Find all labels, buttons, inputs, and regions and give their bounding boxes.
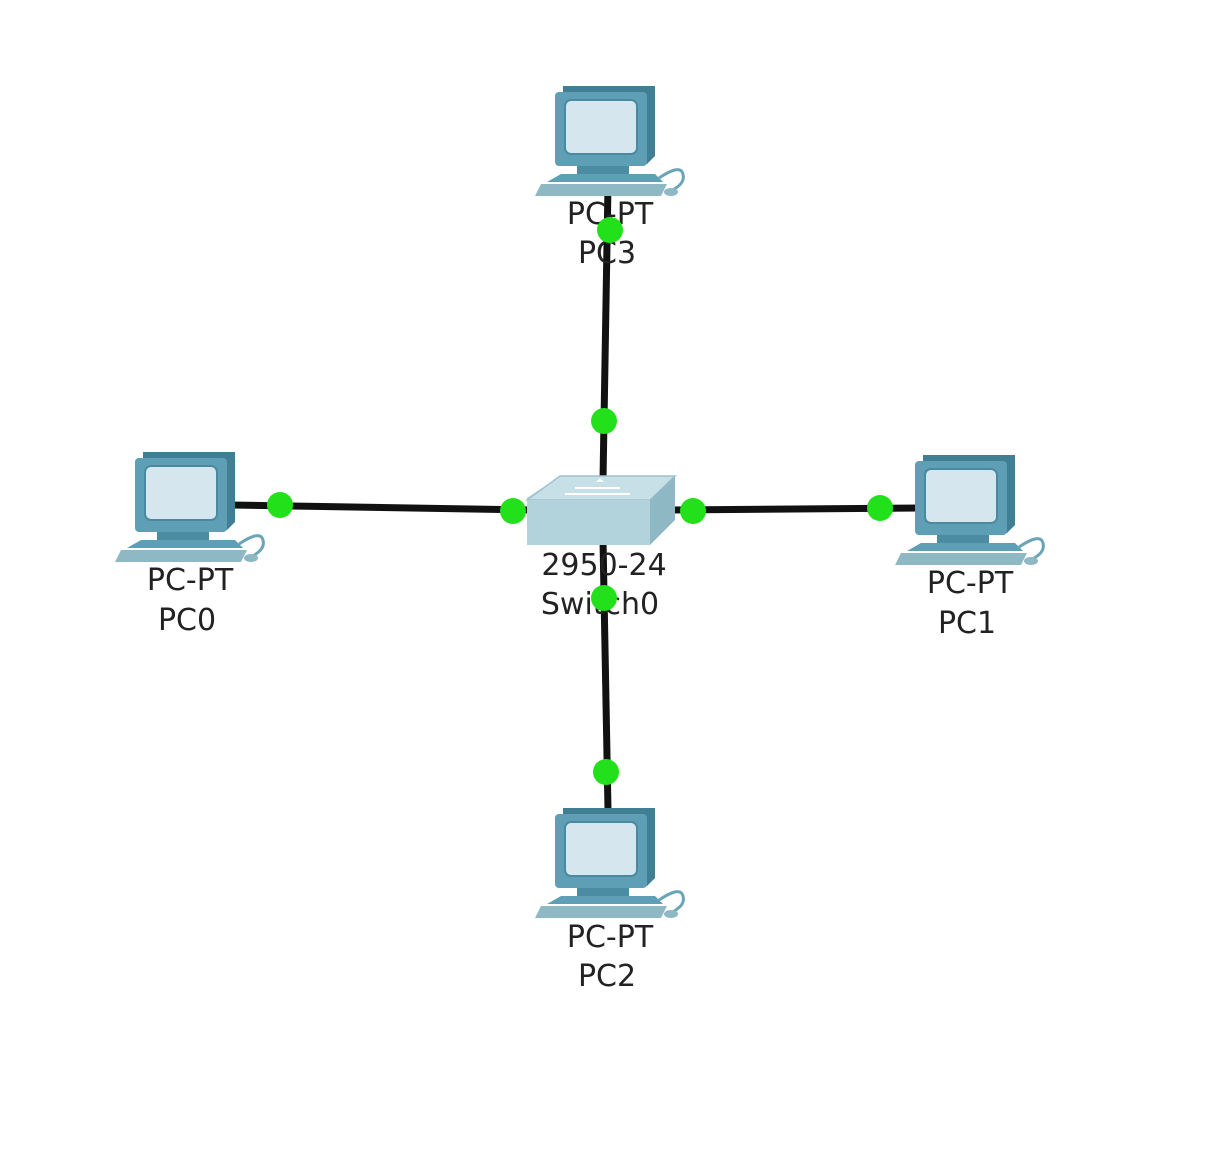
pc-icon[interactable] (893, 453, 1045, 567)
pc0-name-label: PC0 (158, 603, 216, 638)
link-lights (267, 217, 893, 785)
pc-icon[interactable] (533, 84, 685, 198)
switch-icon[interactable] (524, 475, 677, 545)
pc1-model-label: PC-PT (927, 566, 1014, 601)
link-light-pc2-switch-end (591, 585, 617, 611)
link-light-pc0-end (267, 492, 293, 518)
link-light-pc2-end (593, 759, 619, 785)
switch-model-label: 2950-24 (541, 548, 666, 583)
link-light-pc0-switch-end (500, 498, 526, 524)
pc-icon[interactable] (533, 806, 685, 920)
pc2-model-label: PC-PT (567, 920, 654, 955)
link-light-pc3-switch-end (591, 408, 617, 434)
pc1-name-label: PC1 (938, 606, 996, 641)
pc0-model-label: PC-PT (147, 563, 234, 598)
link-light-pc3-end (597, 217, 623, 243)
link-light-pc1-end (867, 495, 893, 521)
pc2-name-label: PC2 (578, 959, 636, 994)
link-light-pc1-switch-end (680, 498, 706, 524)
